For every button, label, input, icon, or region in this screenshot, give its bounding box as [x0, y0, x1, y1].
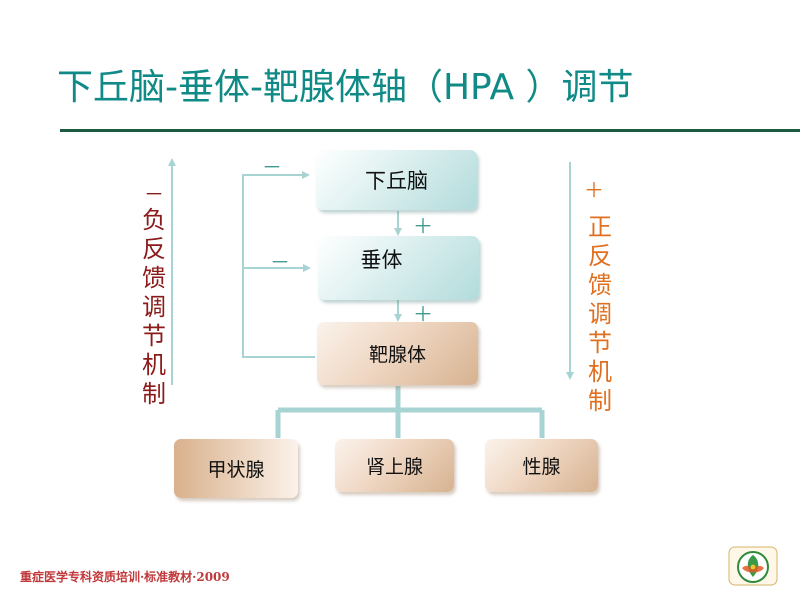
thyroid-box: 甲状腺 — [174, 439, 298, 498]
gland-tree — [275, 386, 545, 438]
target-gland-box: 靶腺体 — [317, 322, 478, 385]
gonad-label: 性腺 — [522, 456, 561, 478]
adrenal-box: 肾上腺 — [335, 439, 454, 492]
adrenal-label: 肾上腺 — [365, 456, 423, 478]
gonad-box: 性腺 — [485, 439, 598, 492]
society-logo-icon — [728, 546, 778, 586]
title-underline — [60, 129, 800, 132]
positive-feedback-char: 节 — [588, 329, 612, 357]
positive-feedback-char: 正 — [588, 213, 612, 241]
positive-feedback-char: 机 — [588, 358, 612, 386]
negative-feedback-label: 负 反 馈 调 节 机 制 — [139, 206, 169, 409]
negative-feedback-sign: － — [144, 182, 164, 206]
target-gland-label: 靶腺体 — [368, 344, 426, 366]
plus-sign-1: ＋ — [413, 214, 433, 238]
positive-feedback-label: 正 反 馈 调 节 机 制 — [585, 213, 615, 416]
hypothalamus-label: 下丘脑 — [365, 169, 428, 193]
positive-feedback-char: 馈 — [588, 271, 612, 299]
negative-feedback-char: 制 — [142, 380, 166, 408]
pituitary-box: 垂体 — [318, 236, 479, 300]
negative-feedback-char: 节 — [142, 322, 166, 350]
hypothalamus-box: 下丘脑 — [316, 150, 477, 210]
positive-feedback-sign: ＋ — [584, 178, 604, 202]
positive-feedback-char: 调 — [588, 300, 612, 328]
negative-feedback-char: 机 — [142, 351, 166, 379]
footer-text: 重症医学专科资质培训·标准教材·2009 — [20, 570, 230, 584]
negative-feedback-char: 负 — [142, 206, 166, 234]
negative-feedback-char: 调 — [142, 293, 166, 321]
feedback-loop — [242, 171, 315, 358]
plus-sign-2: ＋ — [413, 302, 433, 326]
positive-feedback-char: 制 — [588, 387, 612, 415]
negative-feedback-char: 反 — [142, 235, 166, 263]
positive-feedback-char: 反 — [588, 242, 612, 270]
thyroid-label: 甲状腺 — [207, 459, 265, 481]
slide-title: 下丘脑-垂体-靶腺体轴（HPA ）调节 — [57, 67, 634, 108]
pituitary-label: 垂体 — [360, 248, 403, 272]
minus-sign-top: － — [262, 155, 282, 179]
negative-feedback-char: 馈 — [142, 264, 166, 292]
minus-sign-mid: － — [270, 250, 290, 274]
